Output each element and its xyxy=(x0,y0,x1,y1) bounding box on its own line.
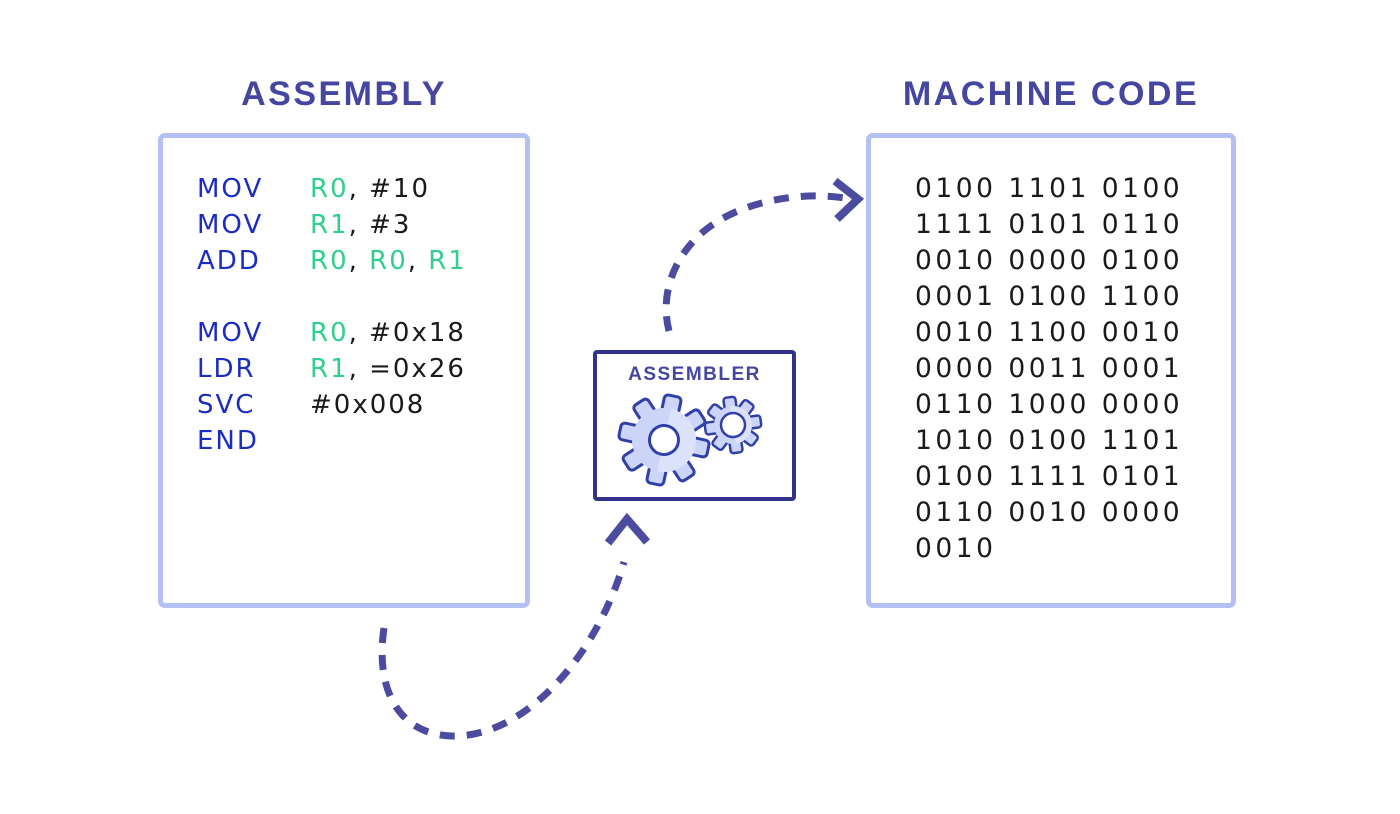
code-line: LDR R1, =0x26 xyxy=(197,351,525,387)
code-mnemonic: SVC xyxy=(197,390,256,420)
code-token: , #0x18 xyxy=(348,318,466,348)
small-gear-icon xyxy=(703,395,763,455)
arrow-assembler-to-machine-code xyxy=(662,192,846,332)
binary-line: 0010 xyxy=(915,533,997,564)
binary-code: 0100 1101 0100 1111 0101 0110 0010 0000 01… xyxy=(871,138,1231,567)
code-line: SVC #0x008 xyxy=(197,387,525,423)
binary-line: 0100 1101 0100 xyxy=(915,173,1184,204)
code-token: , #3 xyxy=(348,210,412,240)
machine-code-panel: 0100 1101 0100 1111 0101 0110 0010 0000 01… xyxy=(866,133,1236,608)
code-token: , xyxy=(407,246,429,276)
code-line: ADD R0, R0, R1 xyxy=(197,243,525,279)
code-line: MOV R0, #10 xyxy=(197,171,525,207)
arrowhead-up-icon xyxy=(604,512,651,546)
binary-line: 1111 0101 0110 xyxy=(915,209,1184,240)
code-token: R1 xyxy=(428,246,467,276)
code-token: , #10 xyxy=(348,174,431,204)
arrowhead-right-icon xyxy=(832,177,865,222)
binary-line: 0100 1111 0101 xyxy=(915,461,1184,492)
code-token: R1 xyxy=(310,354,349,384)
code-token: R1 xyxy=(310,210,349,240)
code-line: END xyxy=(197,423,525,459)
code-line: MOV R0, #0x18 xyxy=(197,315,525,351)
binary-line: 0110 0010 0000 xyxy=(915,497,1184,528)
code-line xyxy=(197,279,525,315)
machine-code-title: MACHINE CODE xyxy=(902,75,1200,113)
code-mnemonic: ADD xyxy=(197,246,261,276)
code-mnemonic: LDR xyxy=(197,354,256,384)
binary-line: 0010 0000 0100 xyxy=(915,245,1184,276)
binary-line: 1010 0100 1101 xyxy=(915,425,1184,456)
binary-line: 0000 0011 0001 xyxy=(915,353,1184,384)
code-token: R0 xyxy=(369,246,408,276)
code-mnemonic: MOV xyxy=(197,174,264,204)
code-mnemonic: MOV xyxy=(197,210,264,240)
code-mnemonic: MOV xyxy=(197,318,264,348)
binary-line: 0010 1100 0010 xyxy=(915,317,1184,348)
assembly-title: ASSEMBLY xyxy=(241,75,447,113)
assembler-label: ASSEMBLER xyxy=(628,364,761,385)
code-token: , =0x26 xyxy=(348,354,466,384)
code-mnemonic: END xyxy=(197,426,259,456)
binary-line: 0001 0100 1100 xyxy=(915,281,1184,312)
code-token: R0 xyxy=(310,318,349,348)
large-gear-icon xyxy=(617,393,711,487)
code-line: MOV R1, #3 xyxy=(197,207,525,243)
binary-line: 0110 1000 0000 xyxy=(915,389,1184,420)
gears-icon xyxy=(617,393,763,487)
code-token: R0 xyxy=(310,174,349,204)
code-token: R0 xyxy=(310,246,349,276)
code-token: , xyxy=(348,246,370,276)
code-token: #0x008 xyxy=(310,390,426,420)
